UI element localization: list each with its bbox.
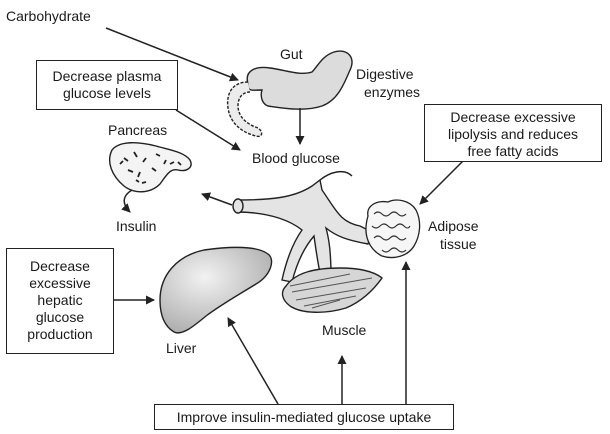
box-line: Decrease plasma	[37, 68, 177, 85]
label-gut: Gut	[280, 46, 303, 63]
box-decrease-plasma-glucose: Decrease plasma glucose levels	[36, 60, 178, 110]
label-insulin: Insulin	[116, 218, 156, 235]
muscle-organ	[283, 268, 382, 312]
box-line: free fatty acids	[425, 143, 601, 160]
box-decrease-lipolysis: Decrease excessive lipolysis and reduces…	[424, 104, 602, 162]
box-line: production	[7, 326, 113, 343]
label-adipose: Adipose	[428, 218, 479, 235]
label-tissue: tissue	[440, 236, 477, 253]
box-line: Decrease excessive	[425, 109, 601, 126]
box-line: hepatic	[7, 292, 113, 309]
label-digestive: Digestive	[356, 66, 414, 83]
adipose-organ	[366, 200, 420, 257]
arrow-vessel-to-pancreas	[202, 194, 232, 205]
label-enzymes: enzymes	[364, 84, 420, 101]
liver-organ	[160, 247, 272, 333]
box-line: Decrease	[7, 258, 113, 275]
gut-organ	[228, 51, 352, 136]
arrow-uptake-to-liver	[228, 318, 278, 404]
box-line: Improve insulin-mediated glucose uptake	[155, 409, 453, 426]
box-improve-insulin-uptake: Improve insulin-mediated glucose uptake	[154, 404, 454, 430]
box-line: glucose levels	[37, 85, 177, 102]
arrow-pancreas-to-insulin	[124, 190, 132, 212]
label-muscle: Muscle	[322, 322, 366, 339]
label-carbohydrate: Carbohydrate	[6, 8, 91, 25]
label-liver: Liver	[166, 340, 196, 357]
box-line: excessive	[7, 275, 113, 292]
arrow-lipolysis-box-to-adipose	[420, 160, 464, 204]
label-blood-glucose: Blood glucose	[252, 150, 340, 167]
label-pancreas: Pancreas	[108, 122, 167, 139]
box-line: lipolysis and reduces	[425, 126, 601, 143]
box-line: glucose	[7, 309, 113, 326]
pancreas-organ	[110, 143, 191, 192]
box-decrease-hepatic-glucose: Decrease excessive hepatic glucose produ…	[6, 248, 114, 354]
